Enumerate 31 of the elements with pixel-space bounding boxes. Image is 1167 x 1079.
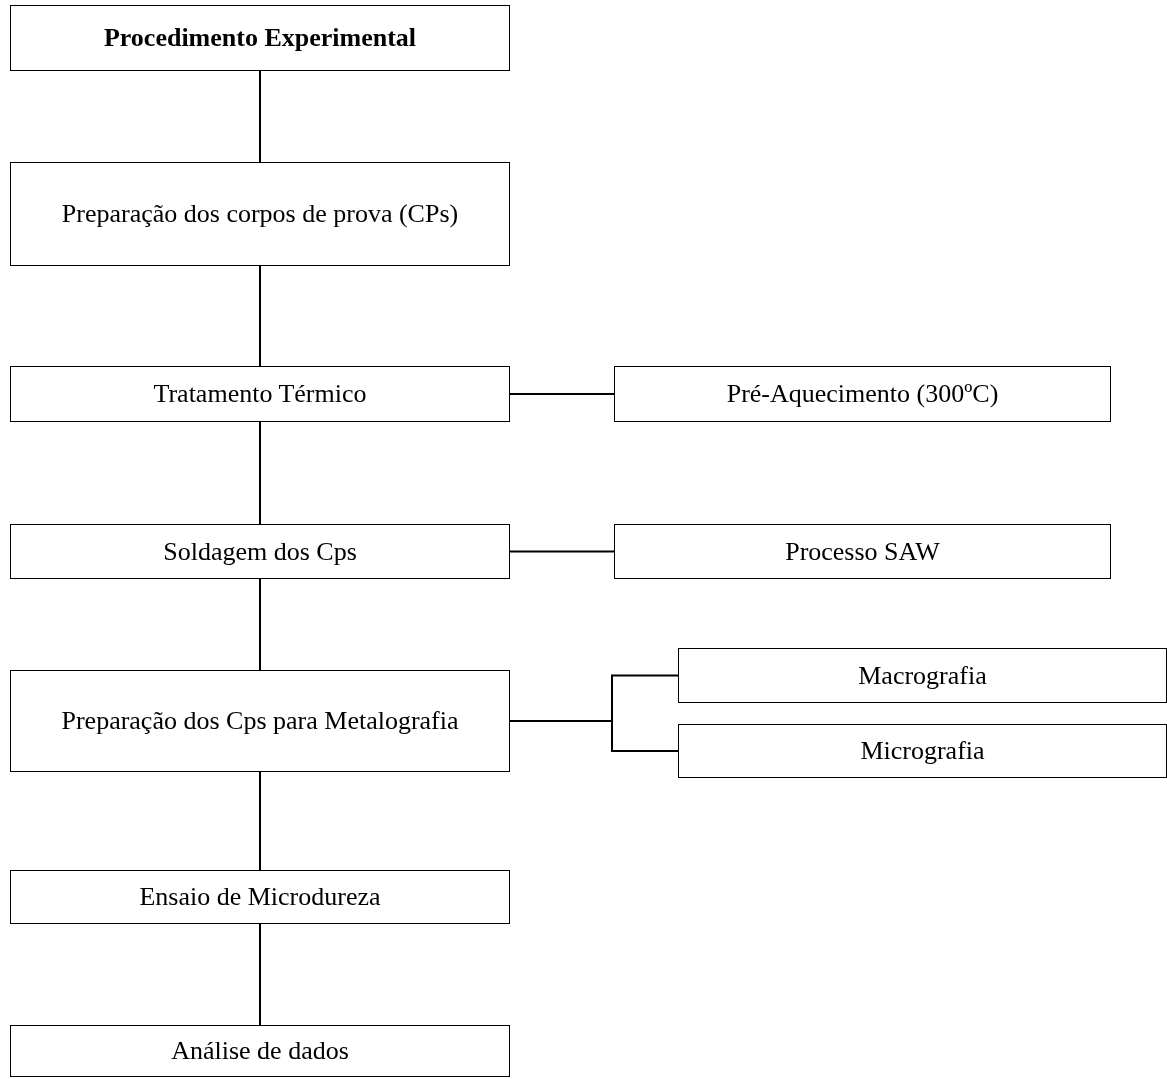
process-box (10, 870, 510, 924)
box-label: Preparação dos Cps para Metalografia (61, 705, 459, 737)
process-box (10, 524, 510, 579)
connector-line (259, 421, 261, 525)
process-box (678, 648, 1167, 703)
box-label: Análise de dados (171, 1035, 349, 1067)
connector-line (259, 923, 261, 1026)
process-box (614, 524, 1111, 579)
connector-line (509, 393, 615, 395)
box-label: Procedimento Experimental (103, 22, 417, 54)
box-label: Preparação dos corpos de prova (CPs) (61, 198, 459, 230)
connector-line (259, 70, 261, 163)
process-box (10, 366, 510, 422)
process-box (10, 1025, 510, 1077)
connector-line (259, 265, 261, 367)
process-box (10, 162, 510, 266)
box-label: Macrografia (858, 659, 987, 692)
box-label: Processo SAW (785, 535, 940, 568)
box-label: Soldagem dos Cps (163, 535, 357, 568)
connector-line (259, 578, 261, 671)
process-box (10, 670, 510, 772)
box-label: Pré-Aquecimento (300ºC) (726, 378, 999, 410)
box-label: Micrografia (860, 735, 985, 767)
connector-line (259, 771, 261, 871)
process-box (678, 724, 1167, 778)
box-label: Tratamento Térmico (153, 378, 367, 410)
connector-line (509, 720, 679, 752)
box-label: Ensaio de Microdureza (139, 881, 381, 913)
process-box (614, 366, 1111, 422)
connector-line (509, 550, 615, 553)
process-box (10, 5, 510, 71)
